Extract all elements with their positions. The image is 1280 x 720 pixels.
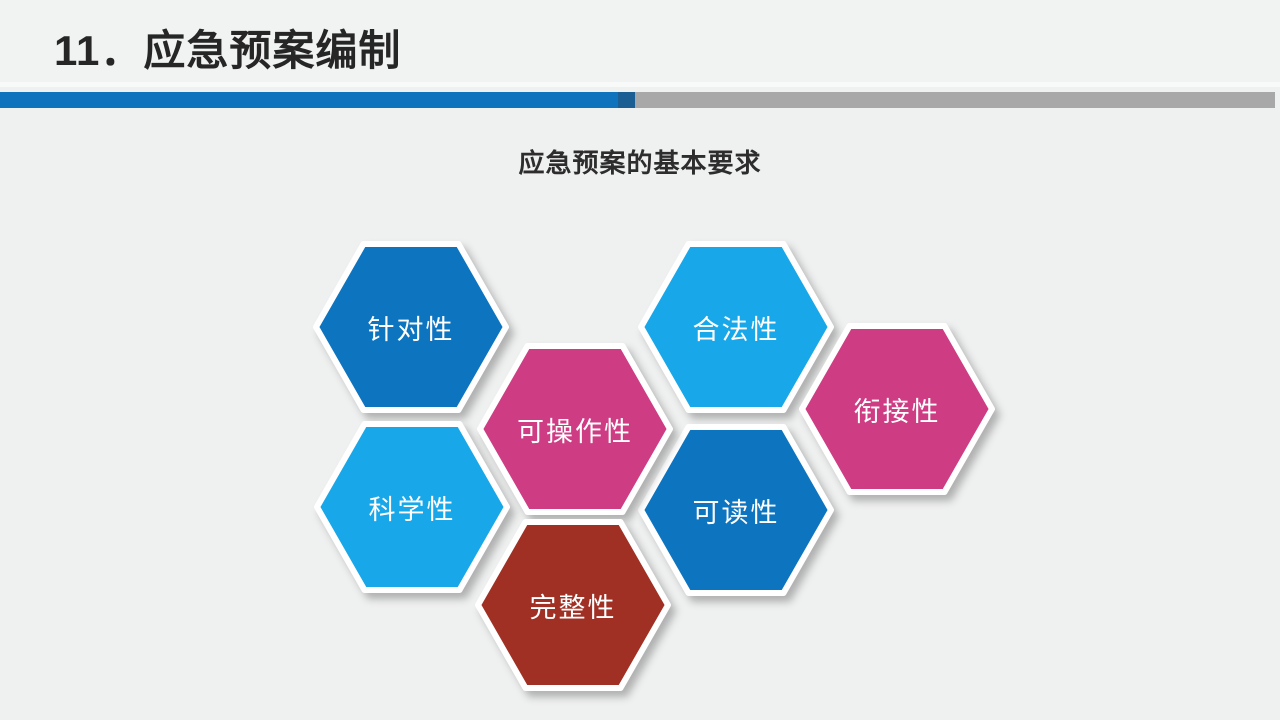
- hexagon-specificity: 针对性: [313, 241, 509, 413]
- hexagon-legality: 合法性: [638, 241, 834, 413]
- hexagon-label: 针对性: [367, 314, 455, 345]
- hexagon-label: 可操作性: [517, 416, 633, 447]
- hexagon-label: 可读性: [692, 497, 780, 528]
- slide-title: 11．应急预案编制: [54, 27, 402, 74]
- hexagon-scientific: 科学性: [314, 421, 510, 593]
- hexagon-shape: [638, 424, 834, 596]
- hexagon-shape: [799, 323, 995, 495]
- hexagon-completeness: 完整性: [475, 519, 671, 691]
- divider-blue-tip: [618, 92, 635, 108]
- hexagon-label: 完整性: [529, 592, 617, 623]
- header-band: [0, 0, 1280, 87]
- hexagon-readability: 可读性: [638, 424, 834, 596]
- hexagon-label: 衔接性: [853, 396, 941, 427]
- hexagon-cohesion: 衔接性: [799, 323, 995, 495]
- hexagon-shape: [638, 241, 834, 413]
- divider-gray-segment: [635, 92, 1275, 108]
- content-heading: 应急预案的基本要求: [518, 148, 762, 178]
- divider-bar: [0, 92, 1280, 108]
- hexagon-shape: [475, 519, 671, 691]
- hexagon-shape: [477, 343, 673, 515]
- hexagon-label: 科学性: [368, 494, 456, 525]
- hexagon-operability: 可操作性: [477, 343, 673, 515]
- hexagon-label: 合法性: [692, 314, 780, 345]
- hexagon-shape: [314, 421, 510, 593]
- hexagon-shape: [313, 241, 509, 413]
- divider-blue-segment: [0, 92, 618, 108]
